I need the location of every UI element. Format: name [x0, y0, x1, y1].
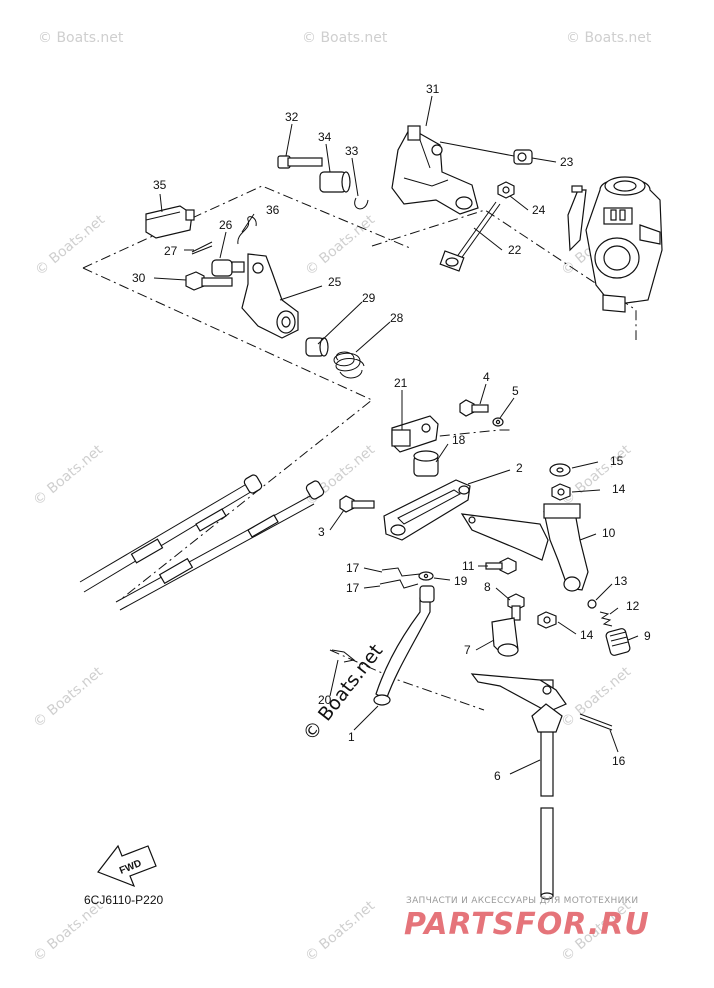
- callout-26: 26: [219, 218, 233, 232]
- part-6-shift-rod: [470, 673, 567, 900]
- callout-labels: 31 32 34 33 23 35 24 36 26 27 22 30 25 2…: [132, 82, 651, 783]
- part-28-spring: [333, 351, 365, 379]
- callout-23: 23: [560, 155, 574, 169]
- callout-29: 29: [362, 291, 376, 305]
- callout-17: 17: [346, 581, 360, 595]
- shift-cables: [79, 474, 325, 611]
- part-5-washer: [492, 417, 504, 427]
- cable-fitting-1: [130, 508, 227, 564]
- callout-7: 7: [464, 643, 471, 657]
- watermark: © Boats.net: [30, 442, 106, 509]
- watermark: © Boats.net: [558, 664, 634, 731]
- leader-lines: [153, 95, 639, 775]
- part-23-ball-joint: [439, 141, 533, 165]
- callout-33: 33: [345, 144, 359, 158]
- part-14-nut-lower: [537, 611, 557, 629]
- part-16-cotter: [579, 713, 613, 731]
- callout-16: 16: [612, 754, 626, 768]
- part-22-link-rod: [439, 201, 501, 272]
- part-32-bolt: [277, 155, 323, 169]
- part-29-collar: [305, 337, 329, 357]
- callout-9: 9: [644, 629, 651, 643]
- callout-31: 31: [426, 82, 440, 96]
- callout-15: 15: [610, 454, 624, 468]
- callout-22: 22: [508, 243, 522, 257]
- watermark: © Boats.net: [38, 30, 124, 46]
- cable-fitting-2: [158, 514, 279, 585]
- part-7-bracket: [491, 617, 519, 657]
- part-25-lever: [241, 253, 299, 339]
- throttle-body: [567, 176, 663, 313]
- callout-24: 24: [532, 203, 546, 217]
- part-27-cotter: [191, 241, 213, 255]
- part-31-lever-bracket: [391, 125, 479, 215]
- watermark: © Boats.net: [32, 212, 108, 279]
- part-34-collar: [319, 171, 351, 193]
- brand-logo: ЗАПЧАСТИ И АКСЕССУАРЫ ДЛЯ МОТОТЕХНИКИ PA…: [404, 896, 650, 942]
- diagram-code: 6CJ6110-P220: [84, 893, 163, 907]
- part-20-clip: [331, 649, 356, 663]
- part-13-ball: [587, 599, 597, 609]
- callout-4: 4: [483, 370, 490, 384]
- part-15-washer: [549, 463, 571, 477]
- watermark: © Boats.net: [302, 30, 388, 46]
- watermark: © Boats.net: [30, 664, 106, 731]
- part-2-lever: [383, 479, 471, 541]
- callout-3: 3: [318, 525, 325, 539]
- callout-13: 13: [614, 574, 628, 588]
- callout-30: 30: [132, 271, 146, 285]
- brand-tagline: ЗАПЧАСТИ И АКСЕССУАРЫ ДЛЯ МОТОТЕХНИКИ: [406, 896, 638, 906]
- callout-14: 14: [612, 482, 626, 496]
- watermark: © Boats.net: [30, 898, 106, 965]
- callout-5: 5: [512, 384, 519, 398]
- brand-name: PARTSFOR.RU: [404, 907, 650, 942]
- watermark: © Boats.net: [302, 212, 378, 279]
- watermark: © Boats.net: [558, 442, 634, 509]
- part-18-collar: [413, 450, 439, 477]
- part-12-spring: [599, 611, 613, 627]
- callout-8: 8: [484, 580, 491, 594]
- part-19-washer: [418, 571, 434, 581]
- callout-35: 35: [153, 178, 167, 192]
- callout-11: 11: [462, 559, 475, 573]
- part-33-clip: [354, 197, 369, 210]
- fwd-arrow-icon: FWD: [97, 844, 157, 888]
- part-9-plug: [605, 628, 631, 656]
- part-14-nut: [551, 483, 571, 501]
- callout-2: 2: [516, 461, 523, 475]
- callout-27: 27: [164, 244, 178, 258]
- callout-21: 21: [394, 376, 408, 390]
- callout-18: 18: [452, 433, 466, 447]
- callout-14: 14: [580, 628, 594, 642]
- part-1-shift-arm: [373, 585, 435, 706]
- part-21-joint: [391, 415, 439, 453]
- part-17-spring: [379, 567, 421, 589]
- callout-6: 6: [494, 769, 501, 783]
- callout-20: 20: [318, 693, 332, 707]
- part-30-bolt: [185, 271, 233, 291]
- callout-12: 12: [626, 599, 640, 613]
- part-3-bolt: [339, 495, 375, 513]
- part-24-nut: [497, 181, 515, 199]
- part-26-pin: [211, 259, 245, 277]
- part-8-bolt: [507, 593, 525, 621]
- callout-1: 1: [348, 730, 355, 744]
- callout-25: 25: [328, 275, 342, 289]
- part-10-bracket: [460, 503, 589, 592]
- callout-32: 32: [285, 110, 299, 124]
- watermark: © Boats.net: [302, 898, 378, 965]
- part-4-bolt: [459, 399, 489, 417]
- callout-17: 17: [346, 561, 360, 575]
- watermark: © Boats.net: [566, 30, 652, 46]
- part-11-bolt: [485, 557, 517, 575]
- callout-36: 36: [266, 203, 280, 217]
- callout-34: 34: [318, 130, 332, 144]
- callout-28: 28: [390, 311, 404, 325]
- callout-19: 19: [454, 574, 468, 588]
- part-36-spring: [237, 216, 257, 245]
- part-35-cable-joint: [145, 205, 195, 239]
- callout-10: 10: [602, 526, 616, 540]
